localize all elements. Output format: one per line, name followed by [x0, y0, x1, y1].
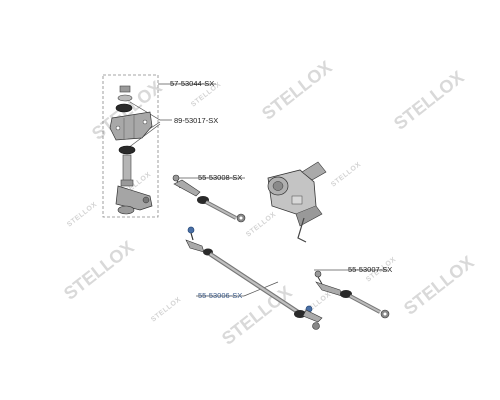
steering-gearbox — [267, 161, 327, 243]
part-label-idler-arm: 89-53017-SX — [174, 116, 219, 125]
center-link — [185, 226, 323, 330]
tie-rod-end-upper — [172, 174, 246, 223]
idler-arm-kit-outline — [102, 74, 159, 218]
tie-rod-end-lower — [314, 270, 390, 319]
part-label-center-link: 55-53006-SX — [198, 291, 243, 300]
part-label-tie-rod-upper: 55-53008-SX — [198, 173, 243, 182]
idler-arm-assembly — [109, 85, 153, 215]
part-label-idler-arm-kit: 57-53044-SX — [170, 79, 215, 88]
part-label-tie-rod-lower: 55-53007-SX — [348, 265, 393, 274]
